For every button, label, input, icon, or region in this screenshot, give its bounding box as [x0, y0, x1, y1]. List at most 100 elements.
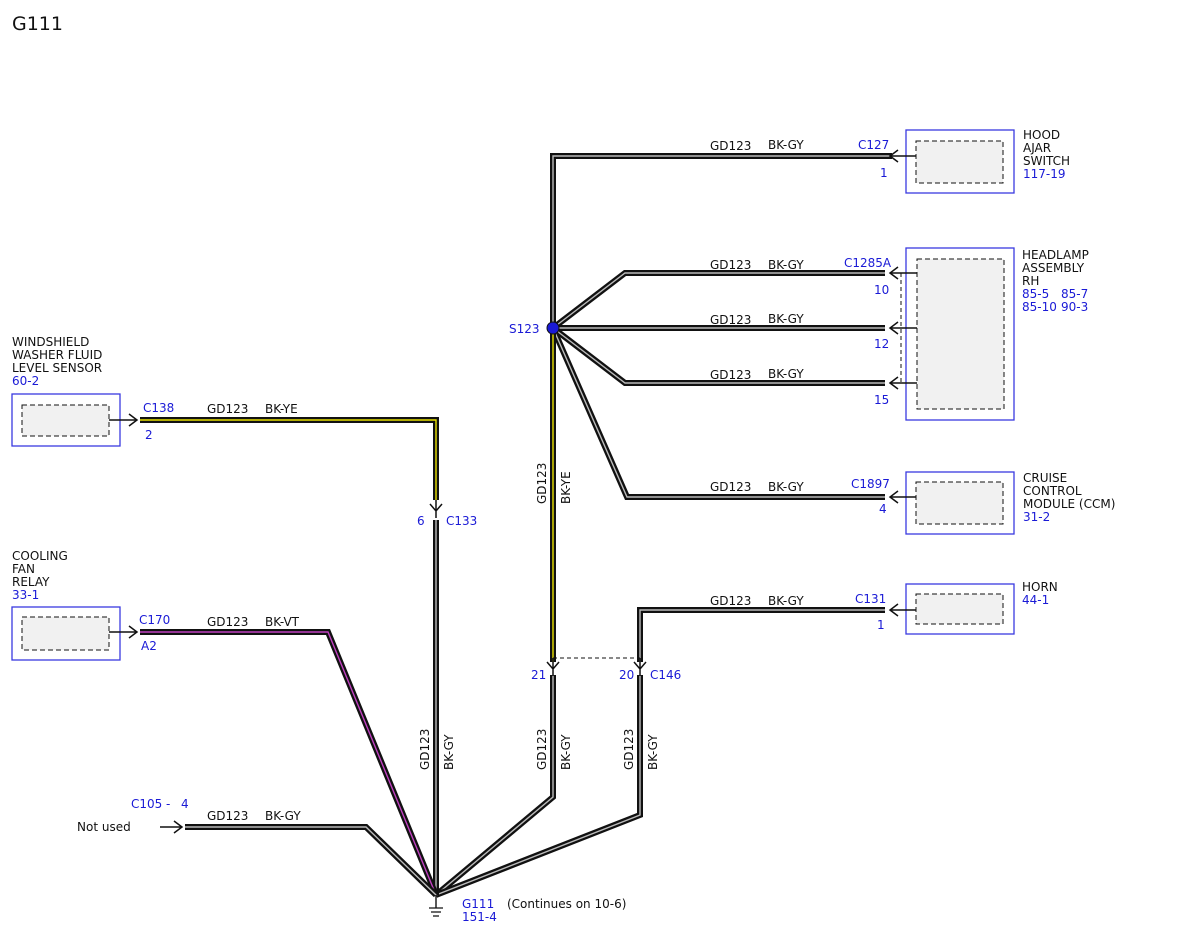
c170-name: C170	[139, 613, 170, 627]
fan-ref: 33-1	[12, 588, 39, 602]
horn-ref: 44-1	[1022, 593, 1049, 607]
headlamp-label-line3: RH	[1022, 274, 1039, 288]
wire-headlamp-15-stripe	[552, 327, 885, 384]
wire-washer-color: BK-YE	[265, 402, 298, 416]
wire-hl12-color: BK-GY	[768, 312, 804, 326]
wire-c146-21-ground	[434, 675, 556, 898]
not-used-label: Not used	[77, 820, 131, 834]
ground-ref: 151-4	[462, 910, 497, 924]
c1897-name: C1897	[851, 477, 890, 491]
fan-label-line3: RELAY	[12, 575, 50, 589]
wire-horn-circuit: GD123	[710, 594, 751, 608]
wire-cruise-color: BK-GY	[768, 480, 804, 494]
ground-name: G111	[462, 897, 494, 911]
page-title: G111	[12, 13, 63, 35]
c1285a-pin12-arrow	[888, 321, 917, 335]
wire-c105-color: BK-GY	[265, 809, 301, 823]
wire-fan-stripe	[140, 631, 437, 896]
c127-name: C127	[858, 138, 889, 152]
wire-c146-20-ground-stripe	[435, 675, 641, 896]
connector-pins	[109, 149, 917, 834]
c1285a-name: C1285A	[844, 256, 892, 270]
hood-label-line3: SWITCH	[1023, 154, 1070, 168]
fan-label-line2: FAN	[12, 562, 35, 576]
wire-hl15-color: BK-GY	[768, 367, 804, 381]
wire-hood-circuit: GD123	[710, 139, 751, 153]
component-horn[interactable]	[905, 583, 1015, 635]
c133-name: C133	[446, 514, 477, 528]
washer-ref: 60-2	[12, 374, 39, 388]
cruise-inner	[915, 481, 1004, 525]
component-hood-switch[interactable]	[905, 129, 1015, 194]
component-cruise[interactable]	[905, 471, 1015, 535]
cruise-label-line3: MODULE (CCM)	[1023, 497, 1115, 511]
c1285a-pin10: 10	[874, 283, 889, 297]
wire-c146-21-circuit: GD123	[535, 729, 549, 770]
c138-pin-arrow	[109, 413, 139, 427]
wire-fan-color: BK-VT	[265, 615, 300, 629]
c127-pin: 1	[880, 166, 888, 180]
ground-note: (Continues on 10-6)	[507, 897, 626, 911]
headlamp-label-line2: ASSEMBLY	[1022, 261, 1085, 275]
wire-hl10-circuit: GD123	[710, 258, 751, 272]
wire-washer-circuit: GD123	[207, 402, 248, 416]
ground-icon	[429, 895, 443, 917]
wire-c133-color: BK-GY	[442, 734, 456, 770]
c131-pin: 1	[877, 618, 885, 632]
splice-s123-dot	[546, 321, 560, 335]
wires	[140, 153, 892, 898]
c127-pin-arrow	[888, 149, 916, 163]
component-fan-relay[interactable]	[11, 606, 121, 661]
wire-c146-20-ground	[434, 675, 643, 898]
connector-labels: C127 1 C1285A 10 12 15 C1897 4 C131 1 C1…	[131, 138, 892, 811]
c170-pin: A2	[141, 639, 157, 653]
washer-label-line3: LEVEL SENSOR	[12, 361, 102, 375]
c133-pin-arrow	[429, 500, 443, 518]
headlamp-ref-3: 85-10	[1022, 300, 1057, 314]
c1897-pin: 4	[879, 502, 887, 516]
wire-c146-21-color: BK-GY	[559, 734, 573, 770]
component-headlamp[interactable]	[905, 247, 1015, 421]
wire-horn-stripe	[639, 609, 885, 662]
wire-splice-color: BK-YE	[559, 471, 573, 504]
cruise-label-line2: CONTROL	[1023, 484, 1082, 498]
hood-switch-inner	[915, 140, 1004, 184]
wire-c105-stripe	[185, 826, 437, 896]
c1897-pin-arrow	[888, 490, 916, 504]
headlamp-ref-4: 90-3	[1061, 300, 1088, 314]
c170-pin-arrow	[109, 625, 139, 639]
wire-hood	[550, 153, 892, 328]
wire-hood-stripe	[552, 155, 892, 328]
c105-pin: 4	[181, 797, 189, 811]
component-washer-sensor[interactable]	[11, 393, 121, 447]
wire-washer	[140, 417, 439, 500]
wire-hl10-color: BK-GY	[768, 258, 804, 272]
wire-c105	[185, 824, 439, 898]
fan-inner	[21, 616, 110, 651]
c1285a-pin12: 12	[874, 337, 889, 351]
hood-ref: 117-19	[1023, 167, 1066, 181]
c105-pin-arrow	[160, 820, 184, 834]
c133-pin: 6	[417, 514, 425, 528]
splice-s123-label: S123	[509, 322, 540, 336]
horn-inner	[915, 593, 1004, 625]
c131-pin-arrow	[888, 603, 916, 617]
fan-label-line1: COOLING	[12, 549, 68, 563]
headlamp-label-line1: HEADLAMP	[1022, 248, 1089, 262]
c131-name: C131	[855, 592, 886, 606]
c105-sep: -	[166, 797, 170, 811]
headlamp-ref-2: 85-7	[1061, 287, 1088, 301]
wire-cruise-stripe	[552, 327, 885, 498]
c1285a-pin15-arrow	[888, 376, 917, 390]
headlamp-inner	[916, 258, 1005, 410]
wire-headlamp-10-stripe	[552, 272, 885, 329]
wire-c146-20-circuit: GD123	[622, 729, 636, 770]
wire-c146-20-color: BK-GY	[646, 734, 660, 770]
wire-hl15-circuit: GD123	[710, 368, 751, 382]
wire-c105-circuit: GD123	[207, 809, 248, 823]
wire-washer-stripe	[140, 419, 437, 500]
hood-label-line2: AJAR	[1023, 141, 1051, 155]
wire-hood-color: BK-GY	[768, 138, 804, 152]
c146-pin20-arrow	[633, 658, 647, 676]
